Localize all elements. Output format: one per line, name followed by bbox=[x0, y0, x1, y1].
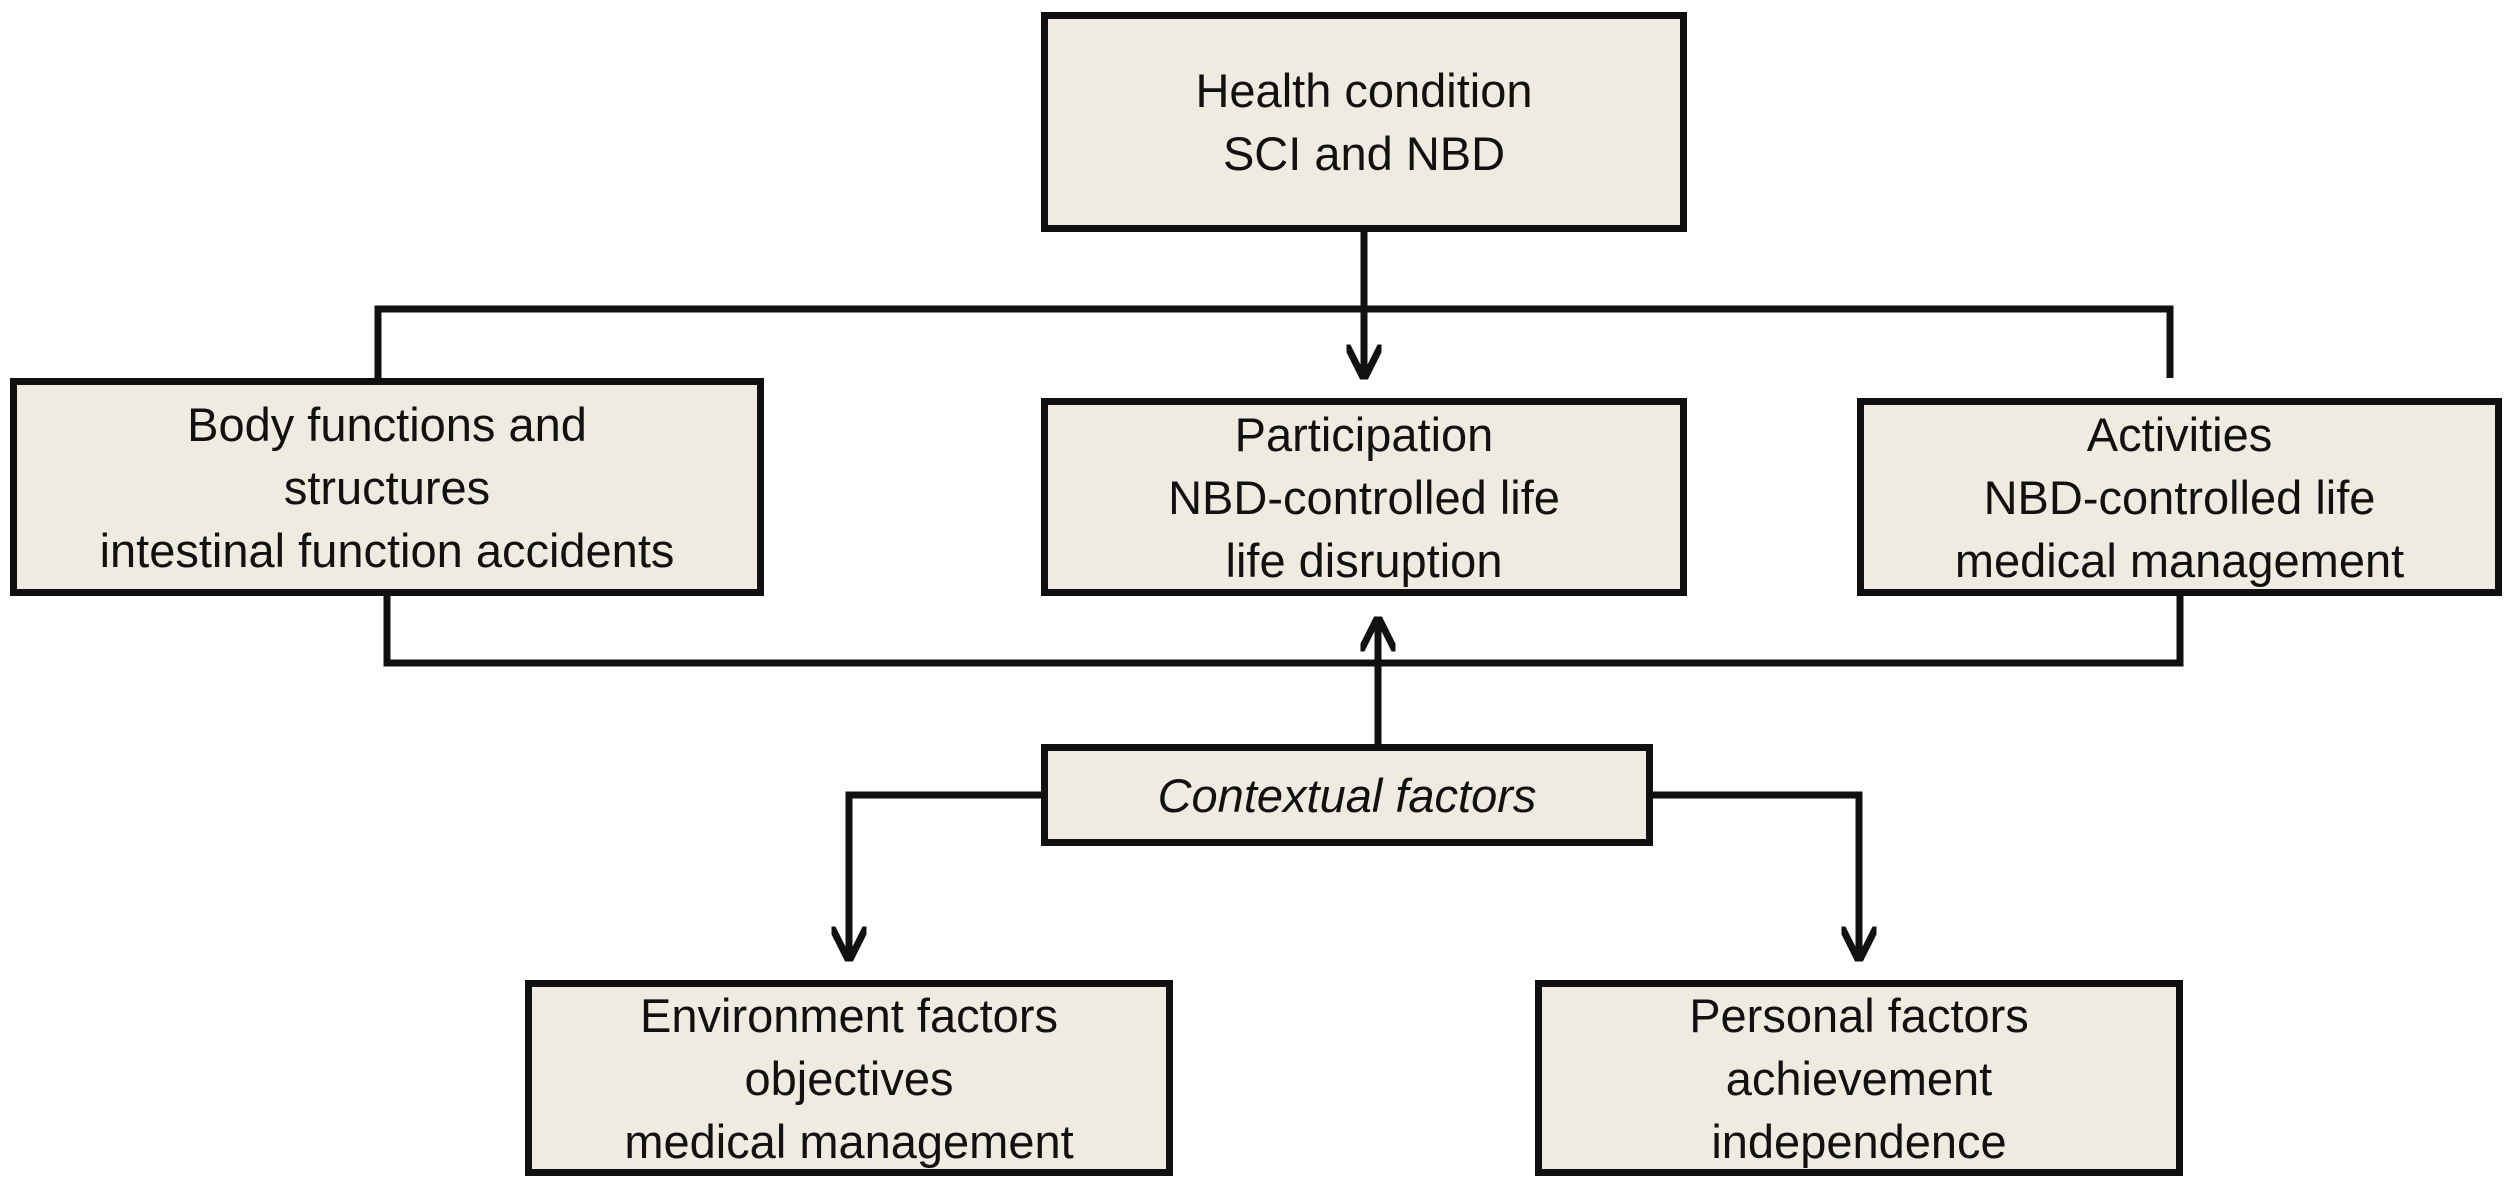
personal-factors-box: Personal factors achievement independenc… bbox=[1535, 980, 2183, 1176]
environment-factors-detail-1: objectives bbox=[744, 1051, 954, 1105]
body-functions-box: Body functions and structures intestinal… bbox=[10, 378, 764, 596]
health-condition-title: Health condition bbox=[1195, 64, 1533, 117]
health-condition-detail: SCI and NBD bbox=[1222, 127, 1506, 180]
environment-factors-title: Environment factors bbox=[640, 988, 1058, 1042]
personal-factors-title: Personal factors bbox=[1689, 988, 2029, 1042]
body-functions-detail: intestinal function accidents bbox=[99, 523, 675, 577]
health-condition-box: Health condition SCI and NBD bbox=[1041, 12, 1687, 232]
participation-title: Participation bbox=[1234, 407, 1494, 461]
body-functions-title-cont: structures bbox=[283, 460, 491, 514]
contextual-factors-box: Contextual factors bbox=[1041, 744, 1653, 846]
contextual-factors-title: Contextual factors bbox=[1157, 768, 1537, 822]
body-functions-title: Body functions and bbox=[187, 397, 587, 451]
activities-detail-2: medical management bbox=[1954, 533, 2405, 587]
activities-title: Activities bbox=[2086, 407, 2273, 461]
edge-contextual-to-personal bbox=[1653, 791, 1859, 958]
activities-box: Activities NBD-controlled life medical m… bbox=[1857, 398, 2502, 596]
edge-body-activities-bottom bbox=[383, 596, 2184, 667]
participation-detail-1: NBD-controlled life bbox=[1168, 470, 1560, 524]
edge-contextual-to-environment bbox=[849, 791, 1041, 958]
personal-factors-detail-2: independence bbox=[1711, 1114, 2007, 1168]
activities-detail-1: NBD-controlled life bbox=[1983, 470, 2376, 524]
environment-factors-detail-2: medical management bbox=[624, 1114, 1074, 1168]
participation-detail-2: life disruption bbox=[1225, 533, 1503, 587]
environment-factors-box: Environment factors objectives medical m… bbox=[525, 980, 1173, 1176]
participation-box: Participation NBD-controlled life life d… bbox=[1041, 398, 1687, 596]
edge-body-to-activities-top bbox=[374, 305, 2174, 378]
personal-factors-detail-1: achievement bbox=[1725, 1051, 1993, 1105]
